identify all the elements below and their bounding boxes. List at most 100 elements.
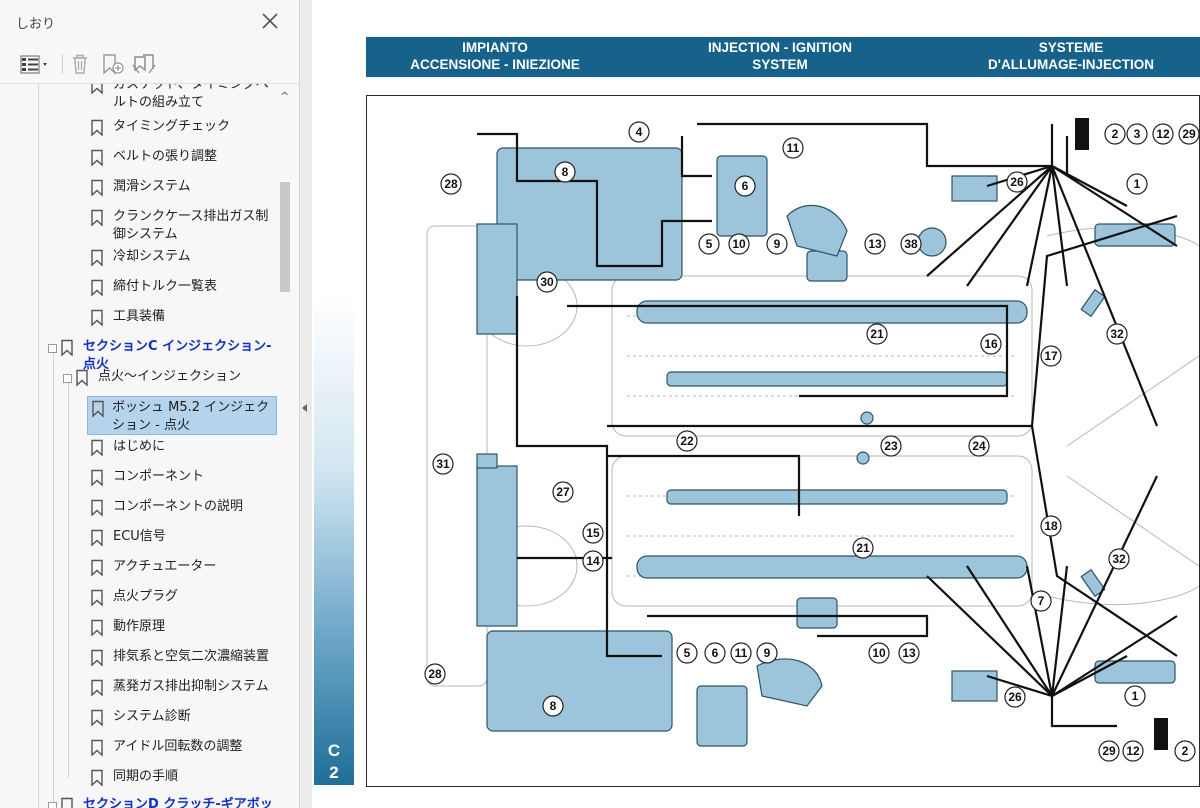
callout-label: 27 [556, 485, 570, 499]
callout-circle [424, 663, 446, 685]
scrollbar-thumb[interactable] [280, 182, 290, 292]
bookmark-icon [91, 739, 103, 757]
bookmark-section-d[interactable]: セクションD クラッチ-ギアボックス [60, 796, 275, 808]
bookmark-item[interactable]: タイミングチェック [90, 118, 270, 137]
tree-guide-line [53, 349, 54, 808]
bookmark-icon [91, 119, 103, 137]
connector-block-top [1075, 118, 1089, 150]
callout-circle [440, 173, 462, 195]
callout-circle [704, 642, 726, 664]
callout-18: 18 [1040, 515, 1062, 537]
bookmark-item[interactable]: ベルトの張り調整 [90, 148, 270, 167]
callout-circle [1040, 345, 1062, 367]
bookmark-item[interactable]: 排気系と空気二次濃縮装置 [90, 648, 275, 667]
callout-circle [900, 233, 922, 255]
bookmark-item[interactable]: 締付トルク一覧表 [90, 278, 270, 297]
callout-circle [1126, 123, 1148, 145]
callout-circle [1106, 323, 1128, 345]
callout-circle [542, 695, 564, 717]
tag-bookmark-icon[interactable] [131, 51, 157, 77]
callout-circle [864, 233, 886, 255]
callout-circle [898, 642, 920, 664]
callout-28: 28 [424, 663, 446, 685]
connector-block-bottom [1154, 718, 1168, 750]
bookmark-icon [91, 619, 103, 637]
callout-circle [1152, 123, 1174, 145]
bookmark-item[interactable]: 工具装備 [90, 308, 270, 327]
bookmark-item[interactable]: コンポーネントの説明 [90, 498, 270, 517]
bookmark-label: 締付トルク一覧表 [113, 279, 218, 294]
expand-toggle[interactable] [48, 802, 57, 808]
bookmarks-header: しおり [0, 0, 300, 44]
callout-circle [536, 271, 558, 293]
callout-label: 1 [1134, 177, 1141, 191]
bookmark-icon [91, 499, 103, 517]
callout-label: 3 [1134, 127, 1141, 141]
bookmark-item[interactable]: 点火～インジェクション [75, 368, 265, 387]
callout-label: 38 [904, 237, 918, 251]
bookmark-item-selected[interactable]: ボッシュ M5.2 インジェクション - 点火 [87, 396, 277, 435]
callout-label: 29 [1182, 127, 1196, 141]
callout-12: 12 [1122, 740, 1144, 762]
bookmark-item[interactable]: 点火プラグ [90, 588, 270, 607]
bookmarks-title: しおり [16, 17, 56, 32]
callout-circle [582, 550, 604, 572]
bookmark-item[interactable]: 潤滑システム [90, 178, 270, 197]
callout-8: 8 [542, 695, 564, 717]
callout-23: 23 [880, 435, 902, 457]
header-english: INJECTION - IGNITION SYSTEM [707, 40, 852, 72]
bookmark-item[interactable]: 同期の手順 [90, 768, 270, 787]
document-viewport[interactable]: IMPIANTO ACCENSIONE - INIEZIONE INJECTIO… [312, 0, 1200, 808]
callout-29: 29 [1178, 123, 1199, 145]
callout-label: 12 [1126, 744, 1140, 758]
delete-bookmark-icon[interactable] [70, 51, 90, 77]
callout-label: 13 [868, 237, 882, 251]
collapse-toggle[interactable] [48, 344, 57, 353]
callout-circle [734, 175, 756, 197]
callout-label: 8 [562, 165, 569, 179]
bookmark-item[interactable]: はじめに [90, 438, 270, 457]
bookmarks-scrollbar[interactable]: ^ [277, 84, 293, 808]
bookmark-item[interactable]: アクチュエーター [90, 558, 270, 577]
callout-label: 6 [712, 646, 719, 660]
callout-circle [1174, 740, 1196, 762]
callout-label: 13 [902, 646, 916, 660]
callout-label: 23 [884, 439, 898, 453]
collapse-panel-icon[interactable] [302, 404, 307, 412]
callout-label: 32 [1110, 327, 1124, 341]
bookmark-item[interactable]: システム診断 [90, 708, 270, 727]
callout-circle [676, 642, 698, 664]
bookmark-item[interactable]: 蒸発ガス排出抑制システム [90, 678, 275, 697]
bookmark-item[interactable]: ガスケット、タイミングベルトの組み立て [90, 84, 270, 112]
callout-label: 4 [636, 125, 643, 139]
bookmark-icon [91, 559, 103, 577]
callout-label: 12 [1156, 127, 1170, 141]
bookmark-item[interactable]: クランクケース排出ガス制御システム [90, 208, 270, 244]
callout-label: 26 [1008, 690, 1022, 704]
bookmark-icon [91, 769, 103, 787]
callout-label: 7 [1038, 594, 1045, 608]
bookmark-item[interactable]: アイドル回転数の調整 [90, 738, 270, 757]
callout-9: 9 [766, 233, 788, 255]
bookmark-item[interactable]: コンポーネント [90, 468, 270, 487]
collapse-toggle[interactable] [63, 374, 72, 383]
callout-circle [628, 121, 650, 143]
options-menu-icon[interactable] [20, 51, 52, 77]
callout-22: 22 [676, 430, 698, 452]
bookmark-icon [61, 797, 73, 808]
new-bookmark-icon[interactable] [101, 51, 125, 77]
bookmark-section-c[interactable]: セクションC インジェクション-点火 [60, 338, 275, 374]
bookmark-label: 点火プラグ [113, 589, 179, 604]
bookmark-item[interactable]: ECU信号 [90, 528, 270, 547]
bookmark-item[interactable]: 冷却システム [90, 248, 270, 267]
callout-circle [1098, 740, 1120, 762]
panel-splitter[interactable] [300, 0, 312, 808]
callout-circle [868, 642, 890, 664]
bookmark-item[interactable]: 動作原理 [90, 618, 270, 637]
close-icon[interactable] [259, 10, 281, 32]
scroll-up-icon[interactable]: ^ [280, 90, 290, 103]
callout-1: 1 [1126, 173, 1148, 195]
bookmarks-panel: しおり [0, 0, 300, 808]
page-section-tag: C 2 [327, 741, 341, 782]
